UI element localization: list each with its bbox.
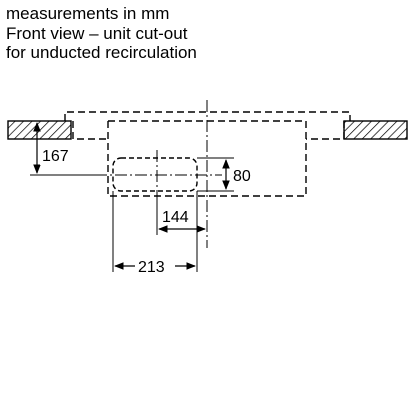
center-lines: [95, 100, 222, 248]
dim-label-213: 213: [138, 259, 165, 276]
dim-label-144: 144: [162, 209, 189, 226]
title-view: Front view – unit cut-out: [6, 23, 188, 43]
dimension-lines: [33, 122, 230, 270]
title-units: measurements in mm: [6, 4, 170, 23]
dim-label-167: 167: [42, 148, 69, 165]
title-mode: for unducted recirculation: [6, 43, 197, 62]
dim-label-80: 80: [233, 168, 251, 185]
extension-lines: [30, 120, 234, 272]
header: measurements in mm Front view – unit cut…: [6, 4, 197, 63]
worktop-right: [343, 120, 408, 140]
worktop-left: [7, 120, 72, 140]
